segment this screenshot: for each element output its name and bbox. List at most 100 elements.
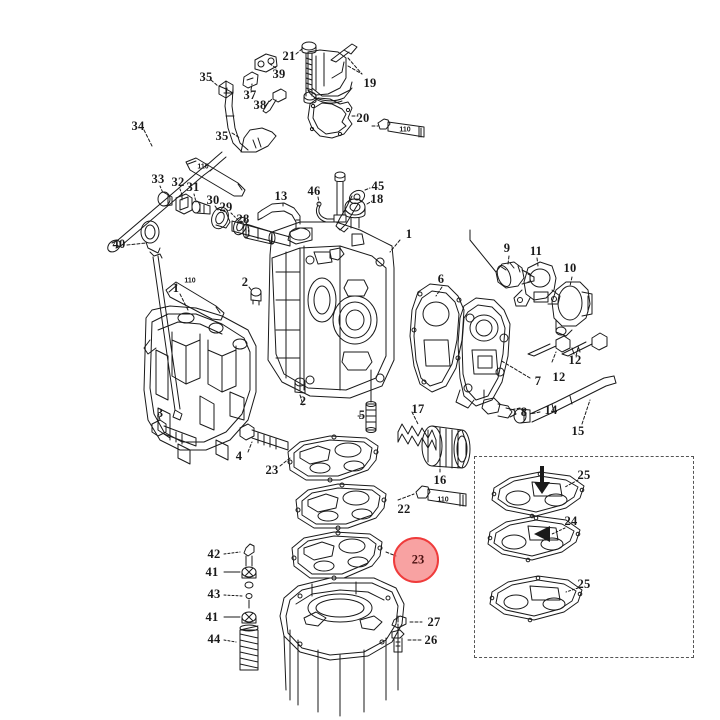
part-43-spring-seat bbox=[245, 593, 253, 609]
callout-number-45: 45 bbox=[371, 178, 385, 193]
callout-number-11: 11 bbox=[529, 243, 543, 258]
highlight-marker-label: 23 bbox=[411, 552, 425, 567]
part-7-housing bbox=[455, 297, 511, 409]
part-35-shift-bracket bbox=[223, 87, 277, 153]
inset-callout-number-25: 25 bbox=[577, 467, 591, 482]
callout-number-31: 31 bbox=[186, 179, 200, 194]
part-10-thermostat bbox=[551, 281, 593, 337]
part-1-cylinder-block bbox=[267, 221, 395, 399]
part-32-clip bbox=[175, 193, 193, 215]
part-23-gasket-top bbox=[287, 434, 379, 483]
part-38-bolt bbox=[262, 88, 287, 114]
callout-number-29: 29 bbox=[219, 199, 233, 214]
callout-number-1: 1 bbox=[405, 226, 413, 241]
part-12-bolt-upper bbox=[561, 332, 608, 357]
part-46-bolt bbox=[333, 171, 347, 223]
callout-number-34: 34 bbox=[131, 118, 145, 133]
callout-number-12: 12 bbox=[552, 369, 566, 384]
tube-110-bottom bbox=[415, 485, 467, 507]
tube-grade-label: 110 bbox=[184, 277, 196, 285]
callout-number-22: 22 bbox=[397, 501, 411, 516]
callout-number-3: 3 bbox=[156, 405, 164, 420]
part-39-link bbox=[254, 53, 278, 73]
part-23-gasket-middle bbox=[295, 482, 387, 531]
part-2-plug-upper bbox=[250, 287, 262, 306]
callout-number-44: 44 bbox=[207, 631, 221, 646]
callout-number-5: 5 bbox=[358, 407, 366, 422]
part-41-seal-upper bbox=[241, 566, 257, 589]
callout-number-15: 15 bbox=[571, 423, 585, 438]
part-16-oil-filter bbox=[421, 425, 471, 469]
part-23-gasket-bottom bbox=[291, 530, 383, 581]
part-17-spring bbox=[397, 423, 437, 451]
part-30-bearing bbox=[211, 206, 231, 230]
callout-number-32: 32 bbox=[171, 174, 185, 189]
part-oil-pan bbox=[279, 577, 405, 717]
callout-number-6: 6 bbox=[437, 271, 445, 286]
inset-gasket-24-middle bbox=[487, 515, 581, 563]
part-37-link bbox=[242, 71, 259, 89]
tube-grade-label: 110 bbox=[399, 126, 411, 134]
callout-number-39: 39 bbox=[272, 66, 286, 81]
inset-callout-number-25: 25 bbox=[577, 576, 591, 591]
callout-number-41: 41 bbox=[205, 609, 219, 624]
callout-number-42: 42 bbox=[207, 546, 221, 561]
callout-number-21: 21 bbox=[282, 48, 296, 63]
callout-number-28: 28 bbox=[236, 211, 250, 226]
callout-number-12: 12 bbox=[568, 352, 582, 367]
part-5-dowel bbox=[365, 369, 377, 433]
callout-number-23: 23 bbox=[265, 462, 279, 477]
callout-number-10: 10 bbox=[563, 260, 577, 275]
part-11-cover bbox=[513, 261, 561, 307]
tube-grade-label: 110 bbox=[197, 163, 209, 171]
highlight-marker-part-23[interactable] bbox=[393, 537, 439, 583]
part-14-plug bbox=[513, 408, 531, 424]
callout-number-35: 35 bbox=[215, 128, 229, 143]
callout-number-2: 2 bbox=[241, 274, 249, 289]
callout-number-4: 4 bbox=[235, 448, 243, 463]
callout-number-37: 37 bbox=[243, 87, 257, 102]
callout-number-18: 18 bbox=[370, 191, 384, 206]
callout-number-27: 27 bbox=[427, 614, 441, 629]
callout-number-33: 33 bbox=[151, 171, 165, 186]
callout-number-38: 38 bbox=[253, 97, 267, 112]
part-42-valve-cap bbox=[243, 543, 255, 567]
callout-number-26: 26 bbox=[424, 632, 438, 647]
part-46-clip bbox=[315, 201, 335, 223]
callout-number-8: 8 bbox=[520, 404, 528, 419]
callout-number-35: 35 bbox=[199, 69, 213, 84]
callout-number-40: 40 bbox=[112, 236, 126, 251]
callout-number-30: 30 bbox=[206, 192, 220, 207]
callout-number-43: 43 bbox=[207, 586, 221, 601]
part-18-knob bbox=[344, 198, 366, 229]
part-31-pin bbox=[191, 200, 211, 215]
part-12-bolt-lower bbox=[527, 335, 571, 357]
callout-number-2: 2 bbox=[299, 393, 307, 408]
part-20-gasket bbox=[307, 97, 353, 139]
part-19-bracket bbox=[303, 49, 353, 104]
part-40-dipstick bbox=[140, 220, 183, 421]
callout-number-1: 1 bbox=[172, 280, 180, 295]
part-44-spring bbox=[239, 624, 259, 671]
part-19-bolt bbox=[330, 43, 358, 63]
callout-number-14: 14 bbox=[544, 402, 558, 417]
callout-number-20: 20 bbox=[356, 110, 370, 125]
tube-grade-label: 110 bbox=[437, 496, 449, 504]
tube-110-left bbox=[185, 157, 246, 197]
part-26-bolt bbox=[391, 629, 405, 653]
part-9-sensor bbox=[469, 229, 535, 289]
inset-gasket-25-top bbox=[491, 471, 585, 519]
part-1-left-bracket bbox=[143, 305, 257, 465]
gasket-detail-inset bbox=[474, 456, 694, 658]
part-33-collar bbox=[157, 191, 173, 207]
part-8-sender bbox=[481, 389, 517, 419]
part-21-long-bolt bbox=[301, 41, 317, 97]
callout-number-19: 19 bbox=[363, 75, 377, 90]
callout-number-7: 7 bbox=[534, 373, 542, 388]
callout-number-46: 46 bbox=[307, 183, 321, 198]
callout-number-9: 9 bbox=[503, 240, 511, 255]
part-41-seal-lower bbox=[241, 611, 257, 624]
part-2-plug-lower bbox=[294, 377, 306, 394]
